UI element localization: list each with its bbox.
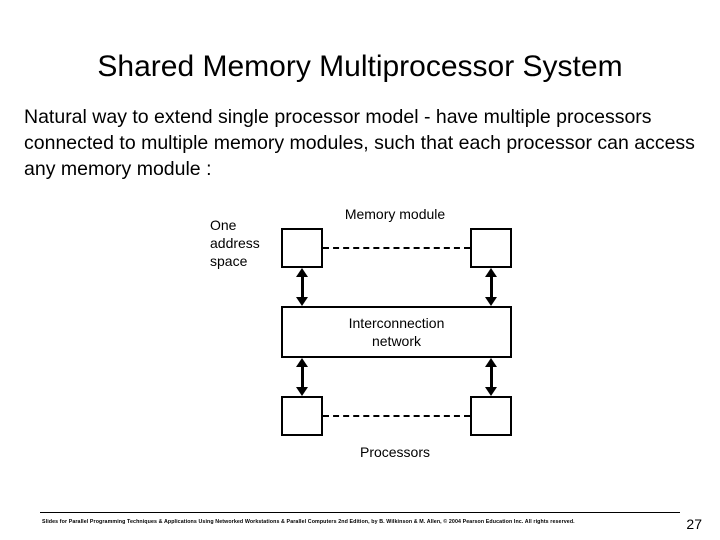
processor-box-right <box>470 396 512 436</box>
arrow-head-down-icon <box>296 297 308 306</box>
processors-label: Processors <box>359 444 431 460</box>
footer-credit-text: Slides for Parallel Programming Techniqu… <box>42 519 575 525</box>
shared-memory-architecture-diagram: Memory module One address space Intercon… <box>0 195 720 475</box>
arrow-network-to-processor-left <box>295 358 309 396</box>
interconnect-line-2: network <box>371 333 422 349</box>
arrow-head-up-icon <box>296 358 308 367</box>
arrow-network-to-processor-right <box>484 358 498 396</box>
page-number: 27 <box>686 516 702 532</box>
arrow-shaft <box>490 275 493 299</box>
address-space-line-3: space <box>210 253 248 269</box>
slide-body-text: Natural way to extend single processor m… <box>24 105 695 180</box>
arrow-shaft <box>301 365 304 389</box>
interconnection-network-box <box>281 306 512 358</box>
arrow-shaft <box>490 365 493 389</box>
memory-modules-dashed-connector <box>323 247 470 249</box>
arrow-head-down-icon <box>296 387 308 396</box>
interconnect-line-1: Interconnection <box>348 315 445 331</box>
memory-module-box-left <box>281 228 323 268</box>
arrow-shaft <box>301 275 304 299</box>
arrow-head-up-icon <box>296 268 308 277</box>
footer-divider <box>40 512 680 513</box>
processor-box-left <box>281 396 323 436</box>
address-space-line-1: One <box>210 217 237 233</box>
memory-module-label: Memory module <box>344 206 446 222</box>
arrow-head-down-icon <box>485 297 497 306</box>
one-address-space-label: One address space <box>210 216 280 270</box>
memory-module-box-right <box>470 228 512 268</box>
arrow-head-up-icon <box>485 268 497 277</box>
arrow-memory-left-to-network <box>295 268 309 306</box>
interconnection-network-label: Interconnection network <box>281 314 512 350</box>
arrow-memory-right-to-network <box>484 268 498 306</box>
address-space-line-2: address <box>210 235 260 251</box>
page-title: Shared Memory Multiprocessor System <box>97 50 623 84</box>
arrow-head-up-icon <box>485 358 497 367</box>
arrow-head-down-icon <box>485 387 497 396</box>
processors-dashed-connector <box>323 415 470 417</box>
